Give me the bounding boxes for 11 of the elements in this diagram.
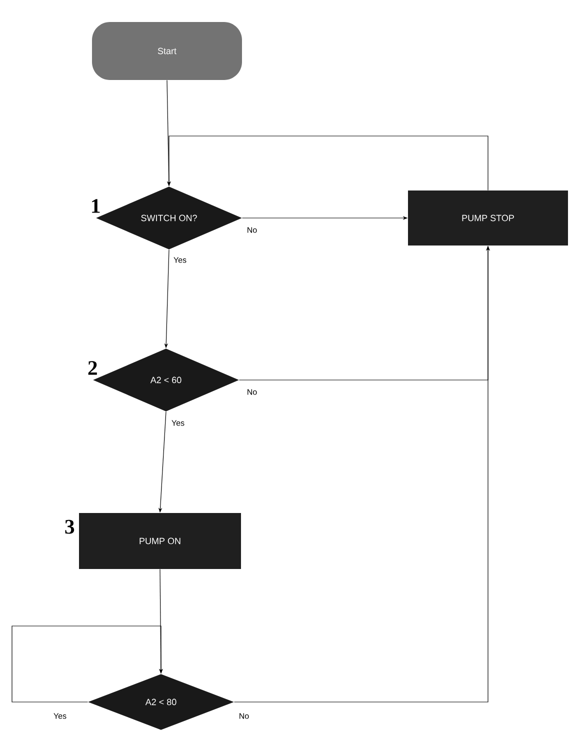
arrow — [12, 626, 163, 702]
process-box: PUMP STOP — [408, 190, 568, 246]
callout-number: 3 — [65, 520, 74, 534]
edge-label: No — [238, 712, 250, 720]
start-terminal: Start — [92, 22, 242, 80]
edge-label: No — [246, 388, 258, 396]
edge-label: Yes — [172, 256, 188, 264]
edge-label: No — [246, 226, 258, 234]
edge-label: Yes — [170, 419, 186, 427]
edge-label: Yes — [52, 712, 68, 720]
process-box: PUMP ON — [79, 513, 241, 569]
